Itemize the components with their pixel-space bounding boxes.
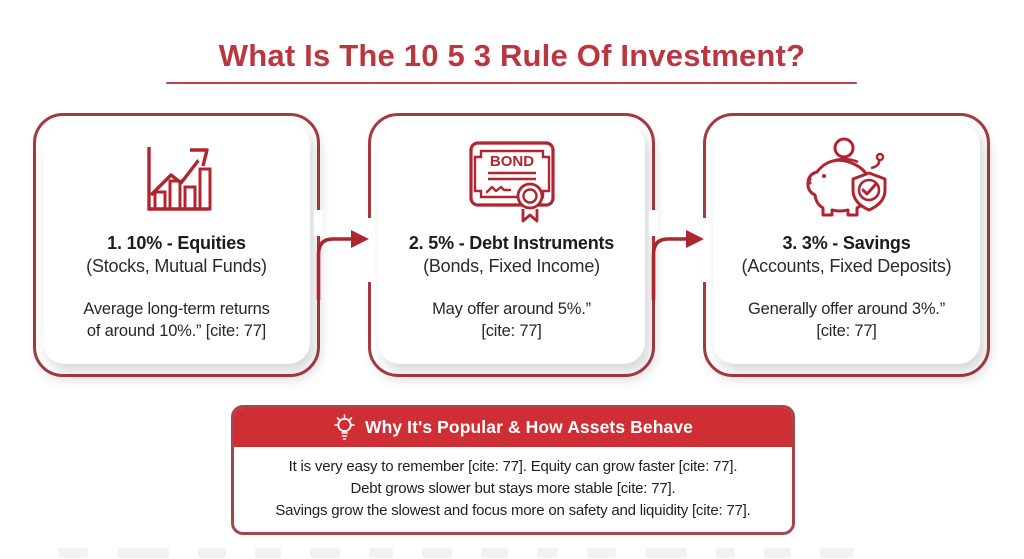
cropped-text-artifacts	[58, 548, 998, 558]
card-subheading: (Bonds, Fixed Income)	[423, 256, 600, 276]
banner-line: Debt grows slower but stays more stable …	[350, 479, 676, 497]
card-heading: 2. 5% - Debt Instruments	[408, 233, 615, 253]
card-debt-inner: BOND 2. 5% - Debt Instruments (Bonds, Fi…	[378, 123, 645, 364]
piggy-bank-shield-icon	[797, 133, 897, 225]
card-body: Generally offer around 3%.” [cite: 77]	[748, 300, 945, 340]
card-subheading: (Accounts, Fixed Deposits)	[741, 256, 952, 276]
bond-certificate-icon: BOND	[457, 133, 567, 225]
card-body: Average long-term returns of around 10%.…	[83, 300, 270, 340]
arrow-right-icon	[314, 210, 375, 300]
page-title: What Is The 10 5 3 Rule Of Investment?	[218, 38, 806, 73]
title-underline	[166, 82, 857, 84]
card-subheading: (Stocks, Mutual Funds)	[86, 256, 267, 276]
svg-text:BOND: BOND	[489, 153, 533, 170]
banner-header: Why It's Popular & How Assets Behave	[234, 408, 792, 447]
banner-line: Savings grow the slowest and focus more …	[275, 501, 751, 519]
card-savings: 3. 3% - Savings (Accounts, Fixed Deposit…	[703, 113, 990, 377]
card-heading: 3. 3% - Savings	[782, 233, 911, 253]
arrow-right-icon	[649, 210, 710, 300]
lightbulb-icon	[334, 414, 355, 440]
card-body: May offer around 5%.” [cite: 77]	[432, 300, 591, 340]
banner-title: Why It's Popular & How Assets Behave	[364, 417, 694, 437]
growth-bar-chart-icon	[135, 133, 219, 225]
card-heading: 1. 10% - Equities	[107, 233, 246, 253]
card-equities-inner: 1. 10% - Equities (Stocks, Mutual Funds)…	[43, 123, 310, 364]
card-equities: 1. 10% - Equities (Stocks, Mutual Funds)…	[33, 113, 320, 377]
why-popular-banner: Why It's Popular & How Assets Behave It …	[231, 405, 795, 536]
banner-line: It is very easy to remember [cite: 77]. …	[288, 458, 738, 475]
card-savings-inner: 3. 3% - Savings (Accounts, Fixed Deposit…	[713, 123, 980, 364]
banner-body: It is very easy to remember [cite: 77]. …	[234, 447, 792, 532]
card-debt-instruments: BOND 2. 5% - Debt Instruments (Bonds, Fi…	[368, 113, 655, 377]
